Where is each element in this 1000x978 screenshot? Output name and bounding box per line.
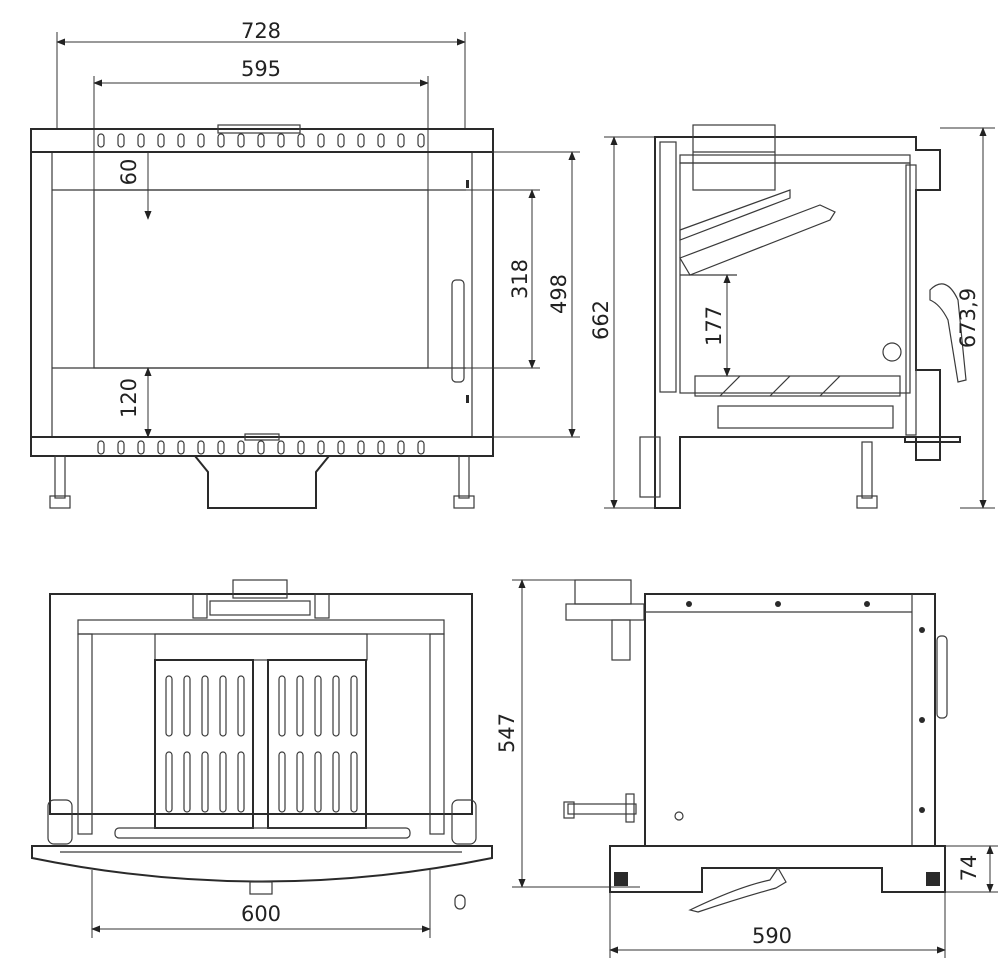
flue-outlet [574,579,632,605]
leg-foot [856,495,878,509]
flue-collar [692,124,776,191]
side-handle [936,635,948,719]
front-view: 728 595 [30,19,580,509]
rear-view: 590 74 [563,579,998,958]
dimension-label-top-margin: 60 [117,159,141,186]
flue-outlet [232,579,288,599]
back-plate [154,633,368,661]
dimension-label-glass-height: 318 [508,259,532,299]
dimension-label-bottom-margin: 120 [117,378,141,418]
ash-drawer [194,455,330,509]
side-body [654,136,941,509]
door-glass-edge [905,164,917,436]
dimension-label-side-handle-height: 673,9 [956,288,980,348]
side-view: 662 177 673,9 [589,124,995,509]
leg [54,455,66,499]
grate [694,375,901,397]
inner-frame [51,151,473,438]
dimension-label-top-width: 600 [241,902,281,926]
top-rim [77,619,445,635]
dimension-label-top-depth: 547 [495,713,519,753]
door-handle [688,866,787,913]
glass-panel [93,189,429,369]
leg [458,455,470,499]
combustion-chamber [679,162,911,394]
top-view: 547 600 [31,579,640,938]
dimension-label-side-total-height: 662 [589,300,613,340]
bottom-air-slots [97,440,425,455]
leg-foot [453,495,475,509]
air-control-knob [882,342,902,362]
dimension-label-glass-width: 595 [241,57,281,81]
top-flue-lip [217,124,301,134]
outer-frame [30,128,494,457]
rear-wall [659,141,677,393]
top-air-slots [97,133,425,148]
dimension-label-rear-depth: 590 [752,924,792,948]
curved-door [31,845,493,883]
leg-foot [49,495,71,509]
baffle-upper [679,189,791,241]
dimension-label-front-width: 728 [241,19,281,43]
leg [861,441,873,499]
dimension-label-door-height: 498 [547,274,571,314]
front-bar [114,827,411,839]
dimension-label-side-inner-height: 177 [702,306,726,346]
door-handle [451,279,465,383]
air-rod [567,803,637,815]
ash-pan [717,405,894,429]
door-handle [929,283,967,383]
rear-base [609,845,946,893]
rear-foot [639,436,661,498]
handle-knob [454,894,466,910]
top-outer-frame [49,593,473,815]
door-latch [249,881,273,895]
grill-slots [165,675,358,813]
dimension-label-rear-base-height: 74 [957,855,981,882]
rear-body [644,593,936,847]
baffle-lower [679,204,836,276]
